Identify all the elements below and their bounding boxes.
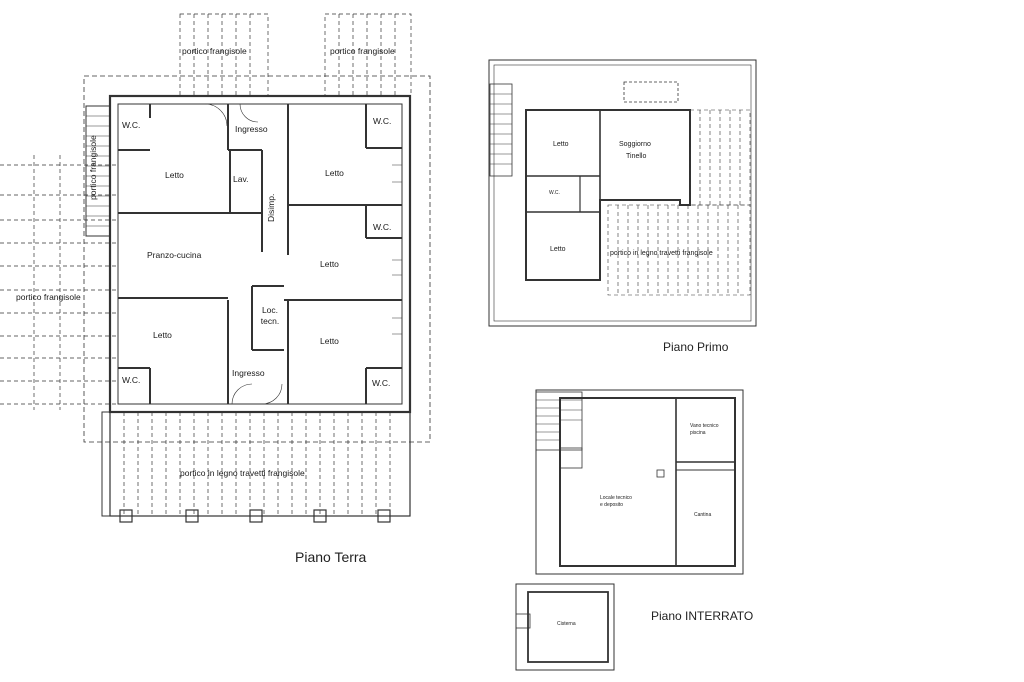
room-ingresso-bottom: Ingresso: [232, 368, 265, 378]
room-letto-bottom-left: Letto: [153, 330, 172, 340]
room-wc-bottom-right: W.C.: [372, 378, 391, 388]
room-wc-top-left: W.C.: [122, 120, 141, 130]
room-letto-mid-right: Letto: [320, 259, 339, 269]
ground-floor-plan: [0, 13, 431, 523]
room-cantina: Cantina: [694, 512, 712, 518]
room-soggiorno: Soggiorno: [619, 141, 651, 148]
room-piscina: piscina: [690, 430, 706, 436]
portico-left-label: portico frangisole: [16, 292, 81, 302]
room-deposito: e deposito: [600, 502, 624, 508]
room-letto-top-right: Letto: [325, 168, 344, 178]
portico-top-right-label: portico frangisole: [330, 46, 395, 56]
basement-title: Piano INTERRATO: [651, 609, 754, 623]
room-wc-top-right: W.C.: [373, 116, 392, 126]
room-ingresso-top: Ingresso: [235, 124, 268, 134]
portico-top-left-label: portico frangisole: [182, 46, 247, 56]
basement-plan: [515, 389, 744, 671]
room-wc-bottom-left: W.C.: [122, 375, 141, 385]
portico-bottom-label: portico in legno travetti frangisole: [180, 468, 305, 478]
room-disimp: Disimp.: [266, 193, 276, 222]
room-tinello: Tinello: [626, 153, 647, 160]
room-letto-first-top: Letto: [553, 141, 569, 148]
room-letto-first-bottom: Letto: [550, 246, 566, 253]
room-loc-tecn: Loc. tecn.: [260, 305, 280, 327]
room-letto-bottom-right: Letto: [320, 336, 339, 346]
room-pranzo-cucina: Pranzo-cucina: [147, 250, 202, 260]
room-vano-tecnico: Vano tecnico: [690, 423, 719, 429]
room-lav: Lav.: [233, 174, 249, 184]
first-floor-title: Piano Primo: [663, 340, 729, 354]
portico-left-vertical-label: portico frangisole: [88, 135, 98, 200]
room-wc-first: W.C.: [549, 190, 560, 196]
room-locale-tecnico: Locale tecnico: [600, 495, 632, 501]
room-cisterna: Cisterna: [557, 621, 576, 627]
room-wc-mid-right: W.C.: [373, 222, 392, 232]
room-letto-top-left: Letto: [165, 170, 184, 180]
first-floor-plan: [488, 59, 757, 327]
first-floor-portico-label: portico in legno travetti frangisole: [610, 250, 713, 257]
ground-floor-title: Piano Terra: [295, 549, 367, 565]
